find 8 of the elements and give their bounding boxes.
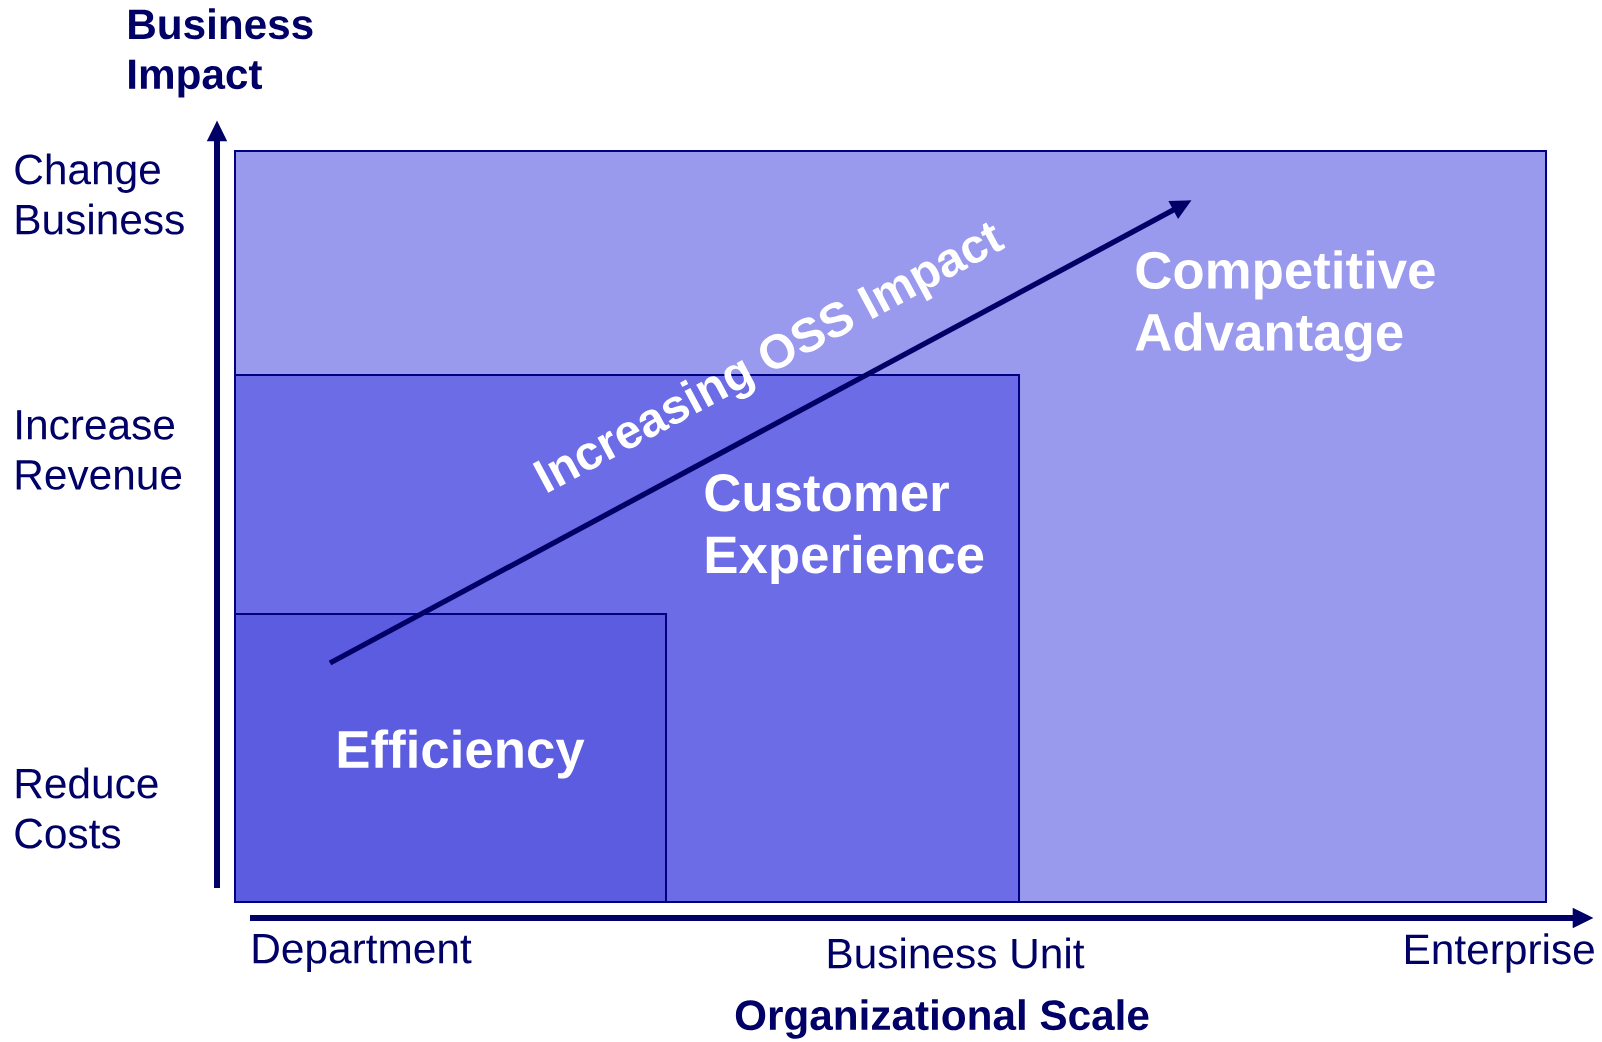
axis-tick-label: Enterprise bbox=[1406, 933, 1594, 973]
axis-tick-label: Change Business bbox=[15, 153, 184, 235]
axis-tick-label: Increase Revenue bbox=[16, 410, 182, 490]
axis-tick-label: Reduce Costs bbox=[15, 767, 158, 849]
region-box: Efficiency bbox=[234, 613, 667, 903]
axis-tick-label: Business Unit bbox=[828, 937, 1085, 969]
axis-title: Business Impact bbox=[129, 8, 313, 98]
axis-title: Organizational Scale bbox=[735, 999, 1149, 1039]
